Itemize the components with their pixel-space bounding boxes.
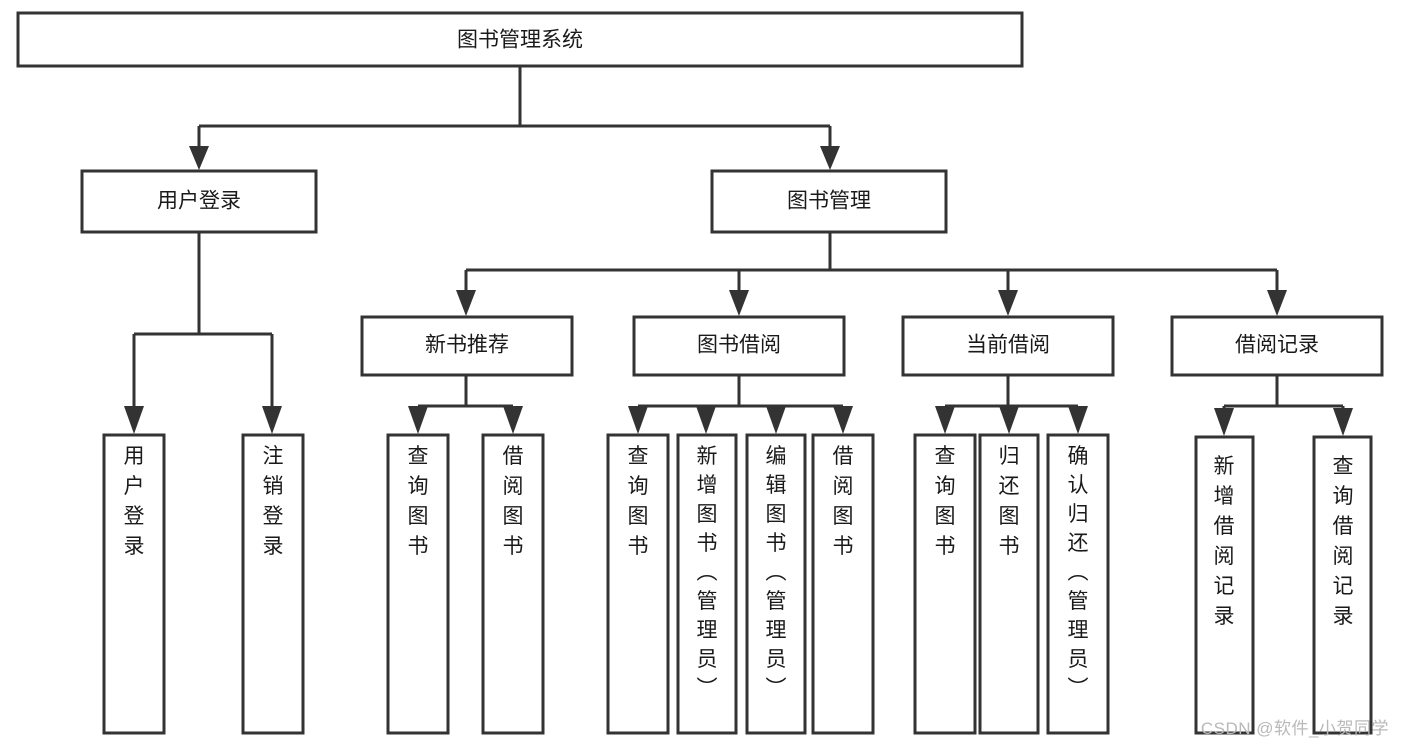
arrowhead-leaf-new-book-0 — [408, 406, 428, 434]
leaf-current-borrow-2-label: 确认归还︵管理员︶ — [1068, 445, 1089, 700]
node-borrow-record-box[interactable] — [1170, 315, 1384, 377]
arrowhead-leaf-current-borrow-2 — [1068, 406, 1088, 434]
arrowhead-book-borrow — [729, 290, 749, 316]
leaf-borrow-record-0-label: 新增借阅记录 — [1214, 455, 1235, 628]
node-book-borrow-label: 图书借阅 — [697, 334, 781, 357]
node-current-borrow-label: 当前借阅 — [966, 334, 1050, 357]
leaf-node[interactable]: 查询图书 — [913, 433, 977, 735]
arrowhead-leaf-user-login-1 — [262, 406, 282, 434]
leaf-node[interactable]: 新增图书︵管理员︶ — [676, 433, 738, 735]
arrowhead-current-borrow — [998, 290, 1018, 316]
arrowhead-leaf-user-login-0 — [124, 406, 144, 434]
node-root[interactable]: 图书管理系统 — [16, 11, 1024, 68]
csdn-watermark: CSDN @软件_小贺同学 — [1200, 719, 1389, 738]
node-book-borrow[interactable]: 图书借阅 — [632, 315, 846, 377]
node-user-login-box[interactable] — [80, 169, 318, 234]
leaf-new-book-0-label: 查询图书 — [408, 445, 429, 558]
leaf-node[interactable]: 借阅图书 — [481, 433, 545, 735]
leaf-user-login-0-box[interactable] — [102, 433, 166, 735]
leaf-book-borrow-1-box[interactable] — [676, 433, 738, 735]
leaf-book-borrow-2-box[interactable] — [745, 433, 807, 735]
leaf-current-borrow-0-label: 查询图书 — [935, 445, 956, 558]
leaf-node[interactable]: 用户登录 — [102, 433, 166, 735]
leaf-current-borrow-0-box[interactable] — [913, 433, 977, 735]
leaf-node[interactable]: 查询图书 — [386, 433, 450, 735]
leaf-book-borrow-0-box[interactable] — [606, 433, 670, 735]
node-user-login[interactable]: 用户登录 — [80, 169, 318, 234]
arrowhead-book-manage — [820, 146, 840, 170]
leaf-node[interactable]: 编辑图书︵管理员︶ — [745, 433, 807, 735]
leaf-user-login-1-label: 注销登录 — [263, 445, 284, 558]
leaf-current-borrow-1-label: 归还图书 — [999, 445, 1020, 558]
arrowhead-leaf-book-borrow-1 — [696, 406, 716, 434]
leaf-current-borrow-1-box[interactable] — [978, 433, 1040, 735]
leaf-node[interactable]: 查询借阅记录 — [1312, 435, 1373, 735]
leaf-borrow-record-1-label: 查询借阅记录 — [1333, 455, 1354, 628]
leaf-book-borrow-1-label: 新增图书︵管理员︶ — [697, 445, 718, 700]
arrowhead-leaf-borrow-record-0 — [1214, 408, 1234, 436]
arrowhead-leaf-borrow-record-1 — [1333, 408, 1353, 436]
arrowhead-leaf-book-borrow-0 — [628, 406, 648, 434]
leaf-current-borrow-2-box[interactable] — [1046, 433, 1110, 735]
node-book-manage-label: 图书管理 — [787, 190, 871, 213]
node-root-box[interactable] — [16, 11, 1024, 68]
leaf-user-login-0-label: 用户登录 — [124, 445, 145, 558]
node-current-borrow[interactable]: 当前借阅 — [901, 315, 1115, 377]
arrowhead-borrow-record — [1267, 290, 1287, 316]
leaf-user-login-1-box[interactable] — [241, 433, 305, 735]
leaf-book-borrow-2-label: 编辑图书︵管理员︶ — [766, 445, 787, 700]
leaf-node[interactable]: 确认归还︵管理员︶ — [1046, 433, 1110, 735]
node-book-manage-box[interactable] — [710, 169, 948, 234]
leaf-node[interactable]: 查询图书 — [606, 433, 670, 735]
node-new-book-recommend-box[interactable] — [360, 315, 574, 377]
leaf-borrow-record-1-box[interactable] — [1312, 435, 1373, 735]
leaf-node[interactable]: 归还图书 — [978, 433, 1040, 735]
connector-layer — [124, 66, 1353, 436]
node-current-borrow-box[interactable] — [901, 315, 1115, 377]
node-borrow-record[interactable]: 借阅记录 — [1170, 315, 1384, 377]
leaf-node[interactable]: 注销登录 — [241, 433, 305, 735]
arrowhead-leaf-book-borrow-2 — [766, 406, 786, 434]
arrowhead-leaf-new-book-1 — [503, 406, 523, 434]
leaf-book-borrow-3-box[interactable] — [811, 433, 875, 735]
arrowhead-user-login — [189, 146, 209, 170]
leaf-new-book-1-box[interactable] — [481, 433, 545, 735]
arrowhead-leaf-current-borrow-0 — [935, 406, 955, 434]
node-borrow-record-label: 借阅记录 — [1235, 334, 1319, 357]
node-new-book-recommend[interactable]: 新书推荐 — [360, 315, 574, 377]
leaf-new-book-0-box[interactable] — [386, 433, 450, 735]
node-user-login-label: 用户登录 — [157, 190, 241, 213]
arrowhead-new-book-recommend — [456, 290, 476, 316]
node-book-borrow-box[interactable] — [632, 315, 846, 377]
leaf-node[interactable]: 新增借阅记录 — [1194, 435, 1255, 735]
node-book-manage[interactable]: 图书管理 — [710, 169, 948, 234]
leaf-book-borrow-0-label: 查询图书 — [628, 445, 649, 558]
node-new-book-recommend-label: 新书推荐 — [425, 334, 509, 357]
arrowhead-leaf-book-borrow-3 — [833, 406, 853, 434]
leaf-node[interactable]: 借阅图书 — [811, 433, 875, 735]
node-root-label: 图书管理系统 — [457, 29, 583, 52]
leaf-book-borrow-3-label: 借阅图书 — [833, 445, 854, 558]
leaf-new-book-1-label: 借阅图书 — [503, 445, 524, 558]
leaf-borrow-record-0-box[interactable] — [1194, 435, 1255, 735]
arrowhead-leaf-current-borrow-1 — [999, 406, 1019, 434]
